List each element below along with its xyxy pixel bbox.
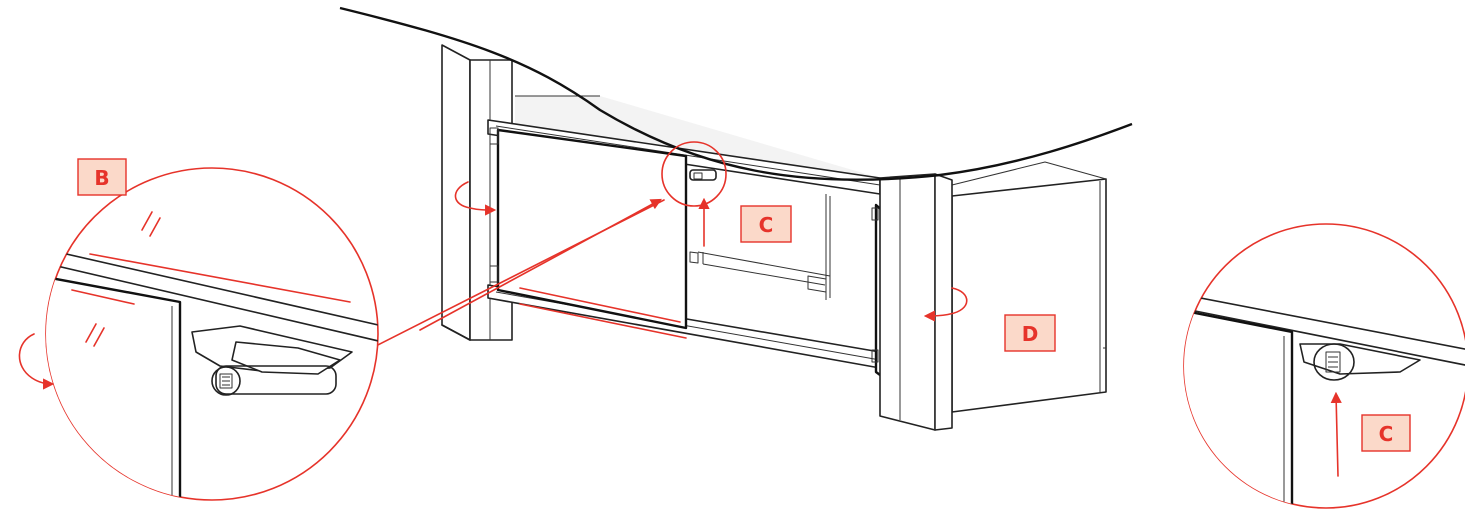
bottom-rail-mark-2	[519, 303, 687, 339]
label-c-main-text: C	[759, 213, 774, 237]
label-d-text: D	[1022, 322, 1039, 346]
detail-b-rail-mark	[89, 253, 351, 303]
detail-b-rotate-arrow	[18, 333, 55, 390]
bottom-rail-mark-1	[519, 287, 681, 323]
leader-b-2	[419, 198, 662, 331]
latch-highlight-circle	[661, 141, 727, 207]
label-c-detail-text: C	[1379, 422, 1394, 446]
detail-c-magnifier	[1183, 223, 1465, 509]
detail-b-slash-1	[141, 211, 153, 231]
side-cabinet-box	[951, 161, 1107, 413]
detail-b-magnifier	[18, 167, 379, 501]
cabinet-illustration	[339, 6, 1133, 431]
detail-b-pane-mark	[71, 289, 135, 305]
detail-b-slash-2	[149, 217, 161, 237]
detail-c-up-arrow	[1330, 391, 1342, 477]
door-latch	[689, 169, 717, 181]
label-d: D	[1004, 314, 1056, 352]
rotate-arrow-left-door	[454, 181, 497, 216]
detail-b-slash-4	[93, 327, 105, 347]
label-c-main: C	[740, 205, 792, 243]
cabinet-interior	[689, 194, 831, 300]
glass-door-left	[489, 127, 688, 330]
label-b-text: B	[94, 166, 109, 190]
detail-b-slash-3	[85, 323, 97, 343]
countertop-edge	[339, 6, 1133, 181]
rotate-arrow-right-door	[923, 287, 968, 322]
label-c-detail: C	[1361, 414, 1411, 452]
main-callouts	[367, 141, 968, 351]
right-pillar	[879, 173, 953, 431]
label-b: B	[77, 158, 127, 196]
